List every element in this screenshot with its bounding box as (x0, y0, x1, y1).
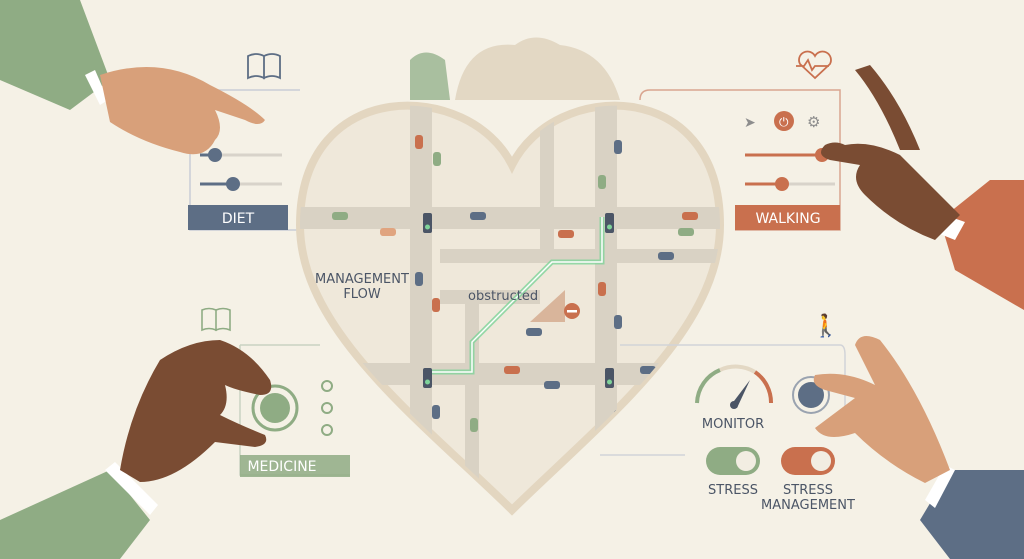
diet-panel: DIET (188, 53, 300, 231)
map-title-line1: MANAGEMENT (315, 272, 409, 287)
diet-label: DIET (222, 211, 255, 227)
gear-icon: ⚙ (807, 113, 820, 131)
diet-slider-1[interactable] (200, 148, 282, 162)
stress-toggle[interactable] (706, 447, 760, 475)
gauge (695, 364, 774, 409)
walking-panel: WALKING ➤ ⏻ ⚙ (639, 50, 841, 231)
walking-label: WALKING (755, 211, 820, 227)
book-icon (247, 53, 281, 80)
heart-pulse-icon (796, 50, 832, 80)
stress-management-toggle[interactable] (781, 447, 835, 475)
hand-bottom-right (813, 336, 1024, 559)
medicine-label: MEDICINE (247, 459, 316, 475)
monitor-label: MONITOR (702, 417, 764, 432)
diet-label-bar (188, 205, 288, 230)
hand-top-right (821, 65, 1024, 310)
walking-slider-2[interactable] (745, 177, 835, 191)
map-title-line2: FLOW (343, 287, 380, 302)
hand-bottom-left (0, 340, 272, 559)
svg-text:⏻: ⏻ (779, 115, 789, 129)
obstructed-label: obstructed (468, 289, 538, 304)
anatomical-heart (410, 37, 620, 100)
hand-top-left (0, 0, 265, 155)
obstruction-area (530, 290, 565, 322)
walking-person-icon: 🚶 (812, 313, 839, 339)
send-icon: ➤ (744, 115, 756, 131)
power-button[interactable] (774, 111, 794, 131)
diet-slider-2[interactable] (200, 177, 282, 191)
stress-label: STRESS (708, 483, 758, 498)
heart-map: MANAGEMENT FLOW obstructed (295, 101, 725, 516)
medicine-panel: MEDICINE (201, 307, 350, 477)
stress-management-label-line2: MANAGEMENT (761, 498, 855, 513)
book-open-icon (201, 307, 231, 332)
stress-management-label-line1: STRESS (783, 483, 833, 498)
